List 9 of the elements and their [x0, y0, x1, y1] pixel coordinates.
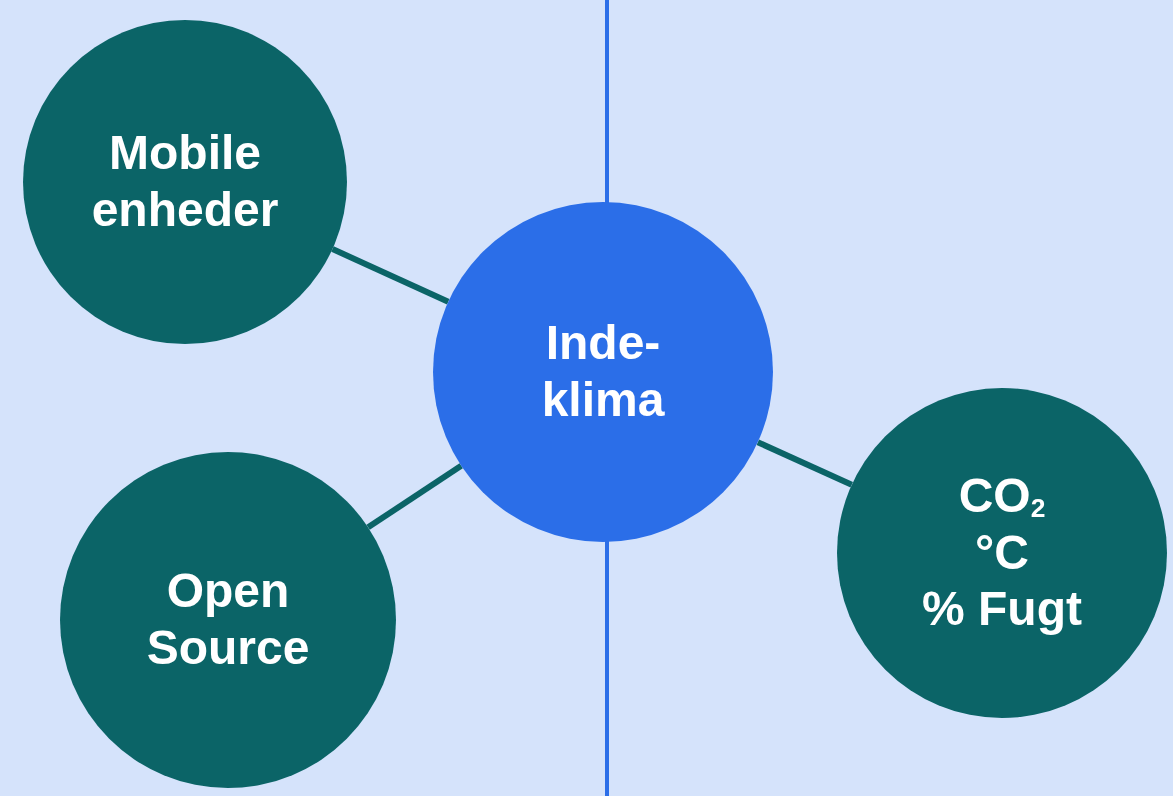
node-label: Open Source: [145, 563, 311, 676]
connector-line: [756, 439, 853, 488]
connector-line: [331, 246, 450, 305]
node-label: Inde- klima: [540, 315, 666, 428]
node-label: °C: [975, 524, 1029, 581]
node-label: CO$_{2}$: [958, 468, 1046, 525]
node-label: % Fugt: [922, 581, 1082, 638]
node-label: Mobile enheder: [90, 125, 280, 238]
connector-line: [366, 463, 463, 530]
